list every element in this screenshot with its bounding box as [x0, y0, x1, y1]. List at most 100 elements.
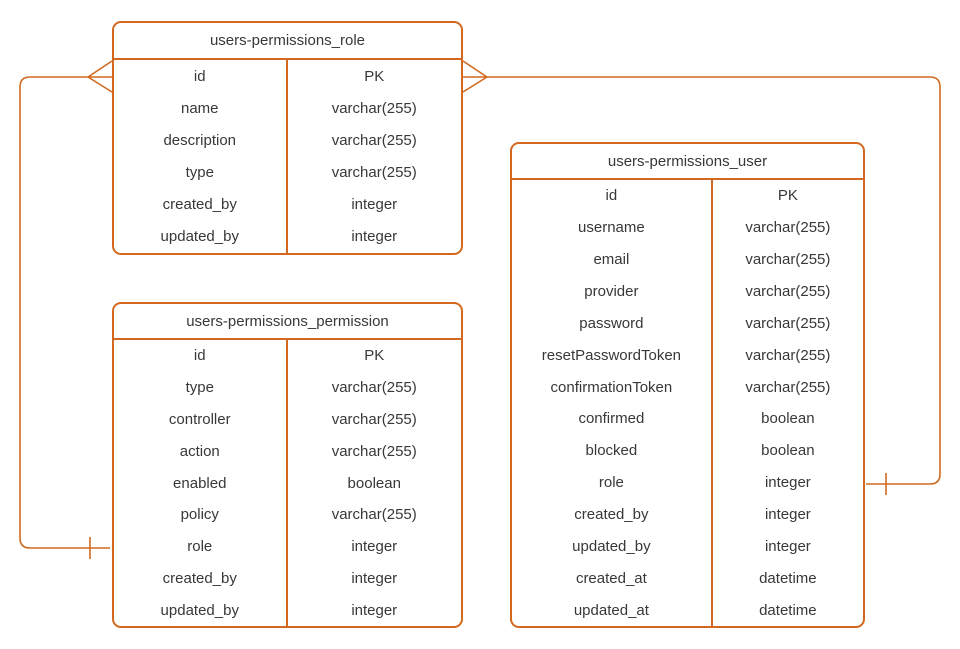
- relationship-line[interactable]: [19, 76, 110, 549]
- entity-field-list: id PK username varchar(255) email varchar(255…: [512, 180, 863, 627]
- field-row[interactable]: email varchar(255): [512, 243, 863, 276]
- field-type: boolean: [347, 474, 401, 492]
- field-type: varchar(255): [331, 379, 417, 397]
- field-type: varchar(255): [745, 219, 831, 237]
- field-row[interactable]: created_by integer: [114, 562, 461, 595]
- field-name: confirmationToken: [512, 371, 713, 404]
- field-row[interactable]: type varchar(255): [114, 371, 461, 404]
- relationship-line[interactable]: [487, 76, 941, 485]
- field-type: varchar(255): [331, 506, 417, 524]
- field-name: updated_by: [114, 220, 288, 254]
- field-name: enabled: [114, 467, 288, 499]
- crows-foot-many-icon: [462, 60, 488, 93]
- field-type: varchar(255): [745, 314, 831, 332]
- field-type: varchar(255): [331, 99, 417, 117]
- field-row[interactable]: action varchar(255): [114, 435, 461, 468]
- entity-title[interactable]: users-permissions_permission: [114, 304, 461, 340]
- field-row[interactable]: password varchar(255): [512, 307, 863, 340]
- field-name: controller: [114, 403, 288, 436]
- field-type: integer: [351, 601, 398, 619]
- field-type: integer: [351, 228, 398, 246]
- field-name: created_at: [512, 562, 713, 595]
- field-name: role: [114, 530, 288, 563]
- field-type: PK: [364, 67, 385, 85]
- field-row[interactable]: confirmationToken varchar(255): [512, 371, 863, 404]
- field-name: provider: [512, 275, 713, 308]
- field-name: email: [512, 243, 713, 276]
- field-type: PK: [777, 187, 798, 205]
- relationship-role-user[interactable]: [462, 60, 941, 495]
- field-row[interactable]: created_by integer: [114, 188, 461, 221]
- entity-table-users-permissions-user[interactable]: users-permissions_user id PK username varch…: [510, 142, 865, 628]
- field-name: action: [114, 435, 288, 468]
- field-type: varchar(255): [745, 283, 831, 300]
- field-type: integer: [351, 569, 398, 587]
- field-type: PK: [364, 347, 385, 365]
- field-type: varchar(255): [745, 378, 831, 396]
- field-name: description: [114, 124, 288, 157]
- field-name: updated_by: [512, 530, 713, 563]
- field-name: id: [114, 60, 288, 93]
- field-name: username: [512, 211, 713, 244]
- crows-foot-many-icon: [87, 60, 113, 93]
- field-name: role: [512, 466, 713, 499]
- field-name: created_by: [114, 188, 288, 221]
- field-type: boolean: [761, 442, 815, 460]
- field-type: integer: [764, 537, 811, 555]
- field-type: varchar(255): [331, 164, 417, 182]
- field-type: varchar(255): [745, 251, 831, 269]
- field-type: boolean: [761, 410, 815, 428]
- field-type: varchar(255): [331, 410, 417, 428]
- entity-title[interactable]: users-permissions_user: [512, 144, 863, 180]
- field-row[interactable]: provider varchar(255): [512, 275, 863, 308]
- field-name: created_by: [512, 498, 713, 531]
- field-name: policy: [114, 498, 288, 531]
- field-type: integer: [351, 196, 398, 214]
- field-name: created_by: [114, 562, 288, 595]
- field-name: type: [114, 371, 288, 404]
- entity-title[interactable]: users-permissions_role: [114, 23, 461, 60]
- field-row[interactable]: enabled boolean: [114, 467, 461, 499]
- field-name: password: [512, 307, 713, 340]
- field-row[interactable]: updated_by integer: [512, 530, 863, 563]
- field-name: confirmed: [512, 403, 713, 435]
- field-row[interactable]: resetPasswordToken varchar(255): [512, 339, 863, 372]
- field-type: varchar(255): [745, 346, 831, 364]
- field-name: type: [114, 156, 288, 189]
- entity-table-users-permissions-role[interactable]: users-permissions_role id PK name varchar(2…: [112, 21, 463, 255]
- field-row[interactable]: name varchar(255): [114, 92, 461, 125]
- field-type: integer: [764, 474, 811, 492]
- field-name: id: [512, 180, 713, 212]
- field-row[interactable]: confirmed boolean: [512, 403, 863, 435]
- field-row[interactable]: policy varchar(255): [114, 498, 461, 531]
- field-name: blocked: [512, 434, 713, 467]
- field-name: resetPasswordToken: [512, 339, 713, 372]
- field-row[interactable]: controller varchar(255): [114, 403, 461, 436]
- relationship-role-permission[interactable]: [19, 60, 113, 559]
- field-row[interactable]: updated_by integer: [114, 220, 461, 254]
- field-row[interactable]: type varchar(255): [114, 156, 461, 189]
- field-row[interactable]: updated_by integer: [114, 594, 461, 627]
- field-name: name: [114, 92, 288, 125]
- field-type: datetime: [759, 569, 817, 587]
- field-row[interactable]: created_at datetime: [512, 562, 863, 595]
- field-name: updated_by: [114, 594, 288, 627]
- field-row[interactable]: username varchar(255): [512, 211, 863, 244]
- field-type: integer: [764, 506, 811, 524]
- field-row[interactable]: created_by integer: [512, 498, 863, 531]
- field-row[interactable]: blocked boolean: [512, 434, 863, 467]
- field-type: varchar(255): [331, 442, 417, 460]
- field-row[interactable]: role integer: [512, 466, 863, 499]
- field-row[interactable]: id PK: [114, 60, 461, 93]
- field-row[interactable]: id PK: [512, 180, 863, 212]
- field-name: updated_at: [512, 594, 713, 627]
